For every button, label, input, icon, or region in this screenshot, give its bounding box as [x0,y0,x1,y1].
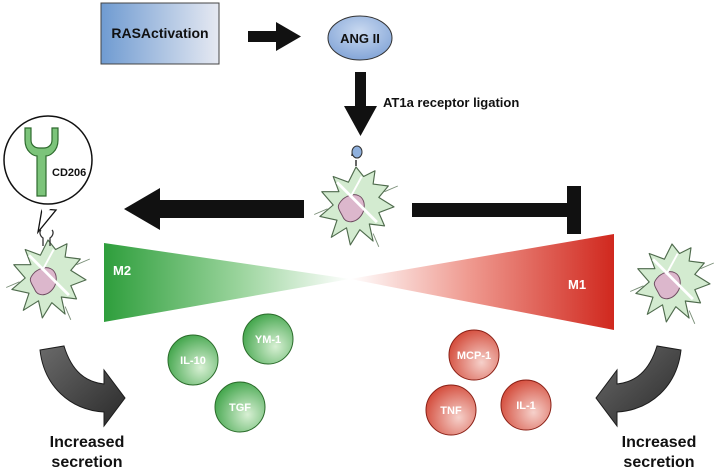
m1-gradient-wedge [350,234,614,330]
cd206-receptor-icon [24,127,59,197]
ang-ii-label: ANG II [340,31,380,46]
m2-macrophage-icon [4,238,92,322]
ras-activation-box: RASActivation [100,2,220,65]
cd206-label: CD206 [52,167,86,179]
tgf-cytokine-bubble: TGF [214,381,266,433]
left-curved-arrow-icon [39,345,126,428]
ang-ii-ellipse: ANG II [327,15,393,61]
m1-macrophage-icon [628,242,716,326]
left-secretion-line1: Increased [50,434,125,451]
right-secretion-line1: Increased [622,434,697,451]
cd206-small-receptor-icon [39,229,54,246]
ym1-cytokine-bubble: YM-1 [242,313,294,365]
tgf-label: TGF [229,402,251,414]
m2-label: M2 [113,263,131,278]
mcp1-label: MCP-1 [457,350,491,362]
m1-inhibition-bar [412,186,581,234]
m2-polarization-arrow [124,188,304,230]
ras-to-ang-arrow [248,22,301,51]
il10-cytokine-bubble: IL-10 [167,334,219,386]
right-curved-arrow-icon [595,345,682,428]
left-secretion-line2: secretion [51,454,122,471]
ang-to-receptor-arrow [344,72,377,136]
ym1-label: YM-1 [255,334,281,346]
m2-gradient-wedge [104,243,350,322]
center-macrophage-icon [312,165,400,249]
receptor-ligation-label: AT1a receptor ligation [383,95,519,110]
il10-label: IL-10 [180,355,206,367]
il1-cytokine-bubble: IL-1 [500,379,552,431]
il1-label: IL-1 [516,400,536,412]
right-secretion-line2: secretion [623,454,694,471]
m1-label: M1 [568,277,586,292]
tnf-cytokine-bubble: TNF [425,384,477,436]
tnf-label: TNF [440,405,462,417]
ras-activation-label: RASActivation [111,25,208,41]
at1a-receptor-icon [351,145,363,166]
mcp1-cytokine-bubble: MCP-1 [448,329,500,381]
